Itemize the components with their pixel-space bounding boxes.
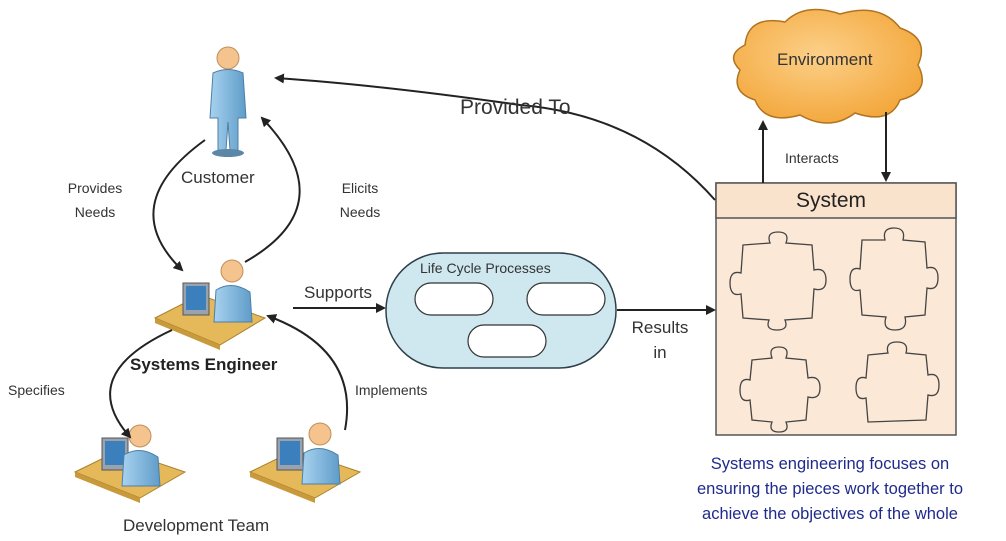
provided-to-label: Provided To: [460, 96, 571, 119]
caption: Systems engineering focuses on ensuring …: [660, 452, 1000, 527]
environment-cloud: [732, 8, 923, 124]
systems-engineer-label: Systems Engineer: [130, 355, 278, 374]
provides-needs-line-1: Provides: [67, 180, 123, 196]
system-label: System: [796, 189, 867, 212]
life-cycle-processes-group: [385, 252, 617, 369]
development-team-label: Development Team: [123, 516, 270, 535]
life-cycle-processes-label: Life Cycle Processes: [420, 260, 551, 276]
arrow-provided-to: [274, 73, 716, 201]
provides-needs-label: Provides Needs: [55, 176, 135, 224]
specifies-label: Specifies: [8, 382, 65, 398]
results-in-label: Results in: [620, 315, 700, 365]
developer-right-figure: [248, 422, 362, 503]
developer-left-figure: [73, 424, 187, 503]
environment-label: Environment: [777, 50, 873, 69]
arrow-specifies: [109, 329, 173, 439]
arrow-provides-needs: [152, 139, 206, 272]
systems-engineer-figure: [153, 259, 267, 350]
provides-needs-line-2: Needs: [74, 204, 116, 220]
results-in-line-2: in: [653, 343, 667, 362]
elicits-needs-label: Elicits Needs: [325, 176, 395, 224]
elicits-needs-line-1: Elicits: [341, 180, 379, 196]
caption-line-1: Systems engineering focuses on: [710, 455, 950, 473]
interacts-label: Interacts: [785, 150, 839, 166]
customer-label: Customer: [181, 168, 255, 187]
puzzle-piece-2: [849, 227, 939, 331]
arrow-implements: [266, 314, 349, 431]
puzzle-piece-1: [729, 231, 827, 331]
elicits-needs-line-2: Needs: [339, 204, 381, 220]
caption-line-2: ensuring the pieces work together to: [697, 480, 963, 498]
puzzle-piece-3: [739, 346, 821, 433]
puzzle-piece-4: [855, 341, 940, 423]
caption-line-3: achieve the objectives of the whole: [702, 505, 958, 523]
results-in-line-1: Results: [631, 318, 689, 337]
arrow-elicits-needs: [244, 116, 301, 263]
supports-label: Supports: [304, 283, 373, 302]
customer-figure: [209, 46, 247, 157]
implements-label: Implements: [355, 382, 428, 398]
